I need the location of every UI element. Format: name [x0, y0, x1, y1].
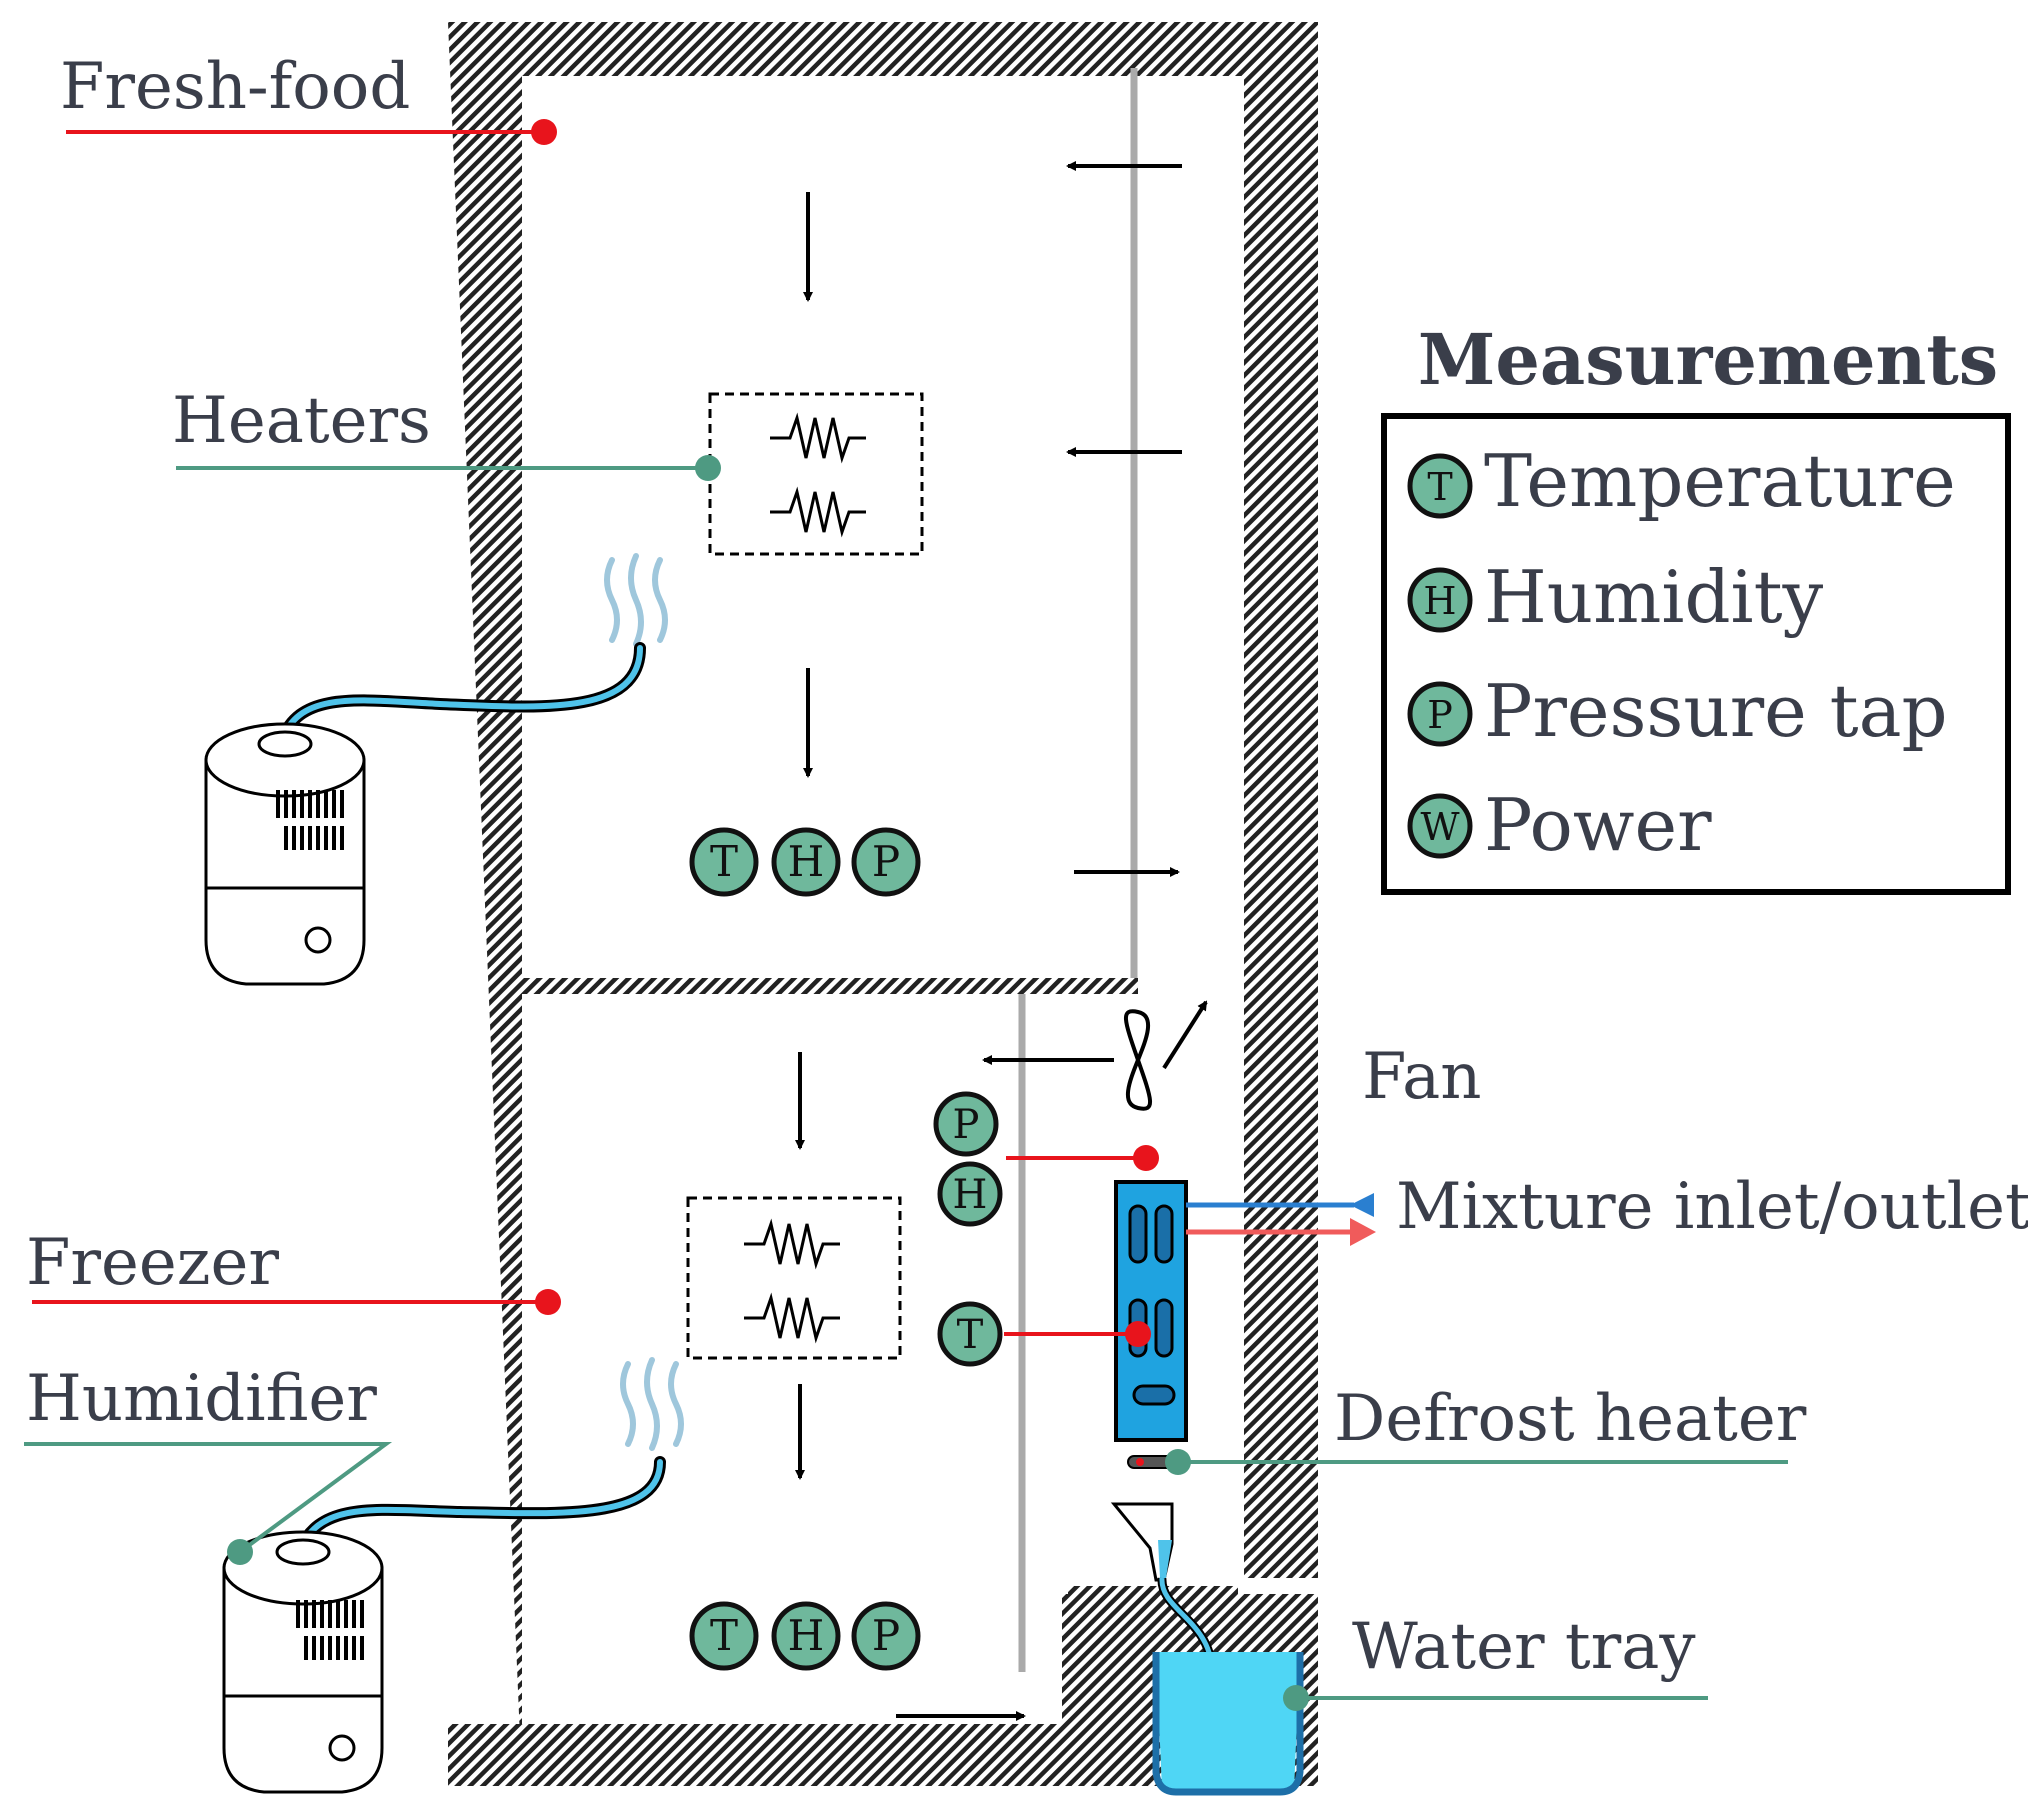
svg-text:H: H — [788, 837, 825, 886]
legend-box — [1381, 413, 2011, 895]
humidifier-device-icon — [222, 1530, 384, 1794]
svg-text:T: T — [957, 1312, 984, 1358]
svg-text:P: P — [872, 837, 900, 886]
svg-text:T: T — [710, 1611, 738, 1660]
pressure-sensor: P — [933, 1091, 999, 1157]
legend-item-pressure-tap: P Pressure tap — [1407, 669, 1948, 753]
svg-text:Humidity: Humidity — [1484, 555, 1824, 639]
freezer-heater-box — [686, 1196, 902, 1360]
humidifier-tubes — [276, 642, 666, 1556]
humidity-sensor: H — [771, 1601, 841, 1671]
temperature-sensor: T — [937, 1301, 1003, 1367]
steam-icon — [604, 553, 684, 1451]
pressure-sensor: P — [851, 827, 921, 897]
svg-text:P: P — [872, 1611, 900, 1660]
leader-dots — [227, 119, 1309, 1711]
legend: Measurements T Temperature H Humidity P … — [1381, 318, 2011, 895]
label-heaters: Heaters — [172, 384, 431, 458]
label-mixture-inlet-outlet: Mixture inlet/outlet — [1396, 1170, 2028, 1244]
label-fresh-food: Fresh-food — [60, 50, 410, 124]
leader-lines — [24, 130, 1788, 1700]
label-water-tray: Water tray — [1352, 1610, 1696, 1684]
svg-text:H: H — [1423, 579, 1456, 623]
airflow-arrows-freezer — [795, 1000, 1208, 1721]
svg-text:Pressure tap: Pressure tap — [1484, 669, 1948, 753]
legend-item-humidity: H Humidity — [1407, 555, 1824, 639]
label-freezer: Freezer — [26, 1226, 279, 1300]
humidifier-device-icon — [204, 722, 366, 986]
temperature-sensor: T — [689, 827, 759, 897]
temperature-sensor: T — [689, 1601, 759, 1671]
fan-icon — [1123, 1009, 1153, 1111]
legend-item-power: W Power — [1407, 783, 1712, 867]
legend-title: Measurements — [1418, 318, 1998, 401]
sensor-cluster-evaporator: P H T — [933, 1091, 1003, 1367]
label-humidifier: Humidifier — [26, 1362, 377, 1436]
svg-text:P: P — [1427, 693, 1453, 737]
fresh-food-compartment — [522, 76, 1138, 978]
svg-text:Temperature: Temperature — [1484, 439, 1956, 523]
svg-text:T: T — [710, 837, 738, 886]
svg-text:W: W — [1420, 805, 1459, 849]
pressure-sensor: P — [851, 1601, 921, 1671]
label-fan: Fan — [1362, 1040, 1481, 1114]
label-defrost-heater: Defrost heater — [1334, 1382, 1807, 1456]
evaporator-coil — [1114, 1180, 1188, 1442]
humidity-sensor: H — [937, 1161, 1003, 1227]
humidity-sensor: H — [771, 827, 841, 897]
mixture-lines — [1186, 1193, 1376, 1246]
svg-text:H: H — [788, 1611, 825, 1660]
legend-item-temperature: T Temperature — [1407, 439, 1956, 523]
svg-text:H: H — [953, 1172, 988, 1218]
sensor-cluster-freezer: T H P — [689, 1601, 921, 1671]
svg-text:P: P — [953, 1102, 980, 1148]
svg-text:Power: Power — [1484, 783, 1712, 867]
svg-text:T: T — [1427, 465, 1452, 509]
airflow-arrows-fresh — [803, 161, 1182, 877]
sensor-cluster-fresh: T H P — [689, 827, 921, 897]
water-tray — [1152, 1652, 1304, 1796]
